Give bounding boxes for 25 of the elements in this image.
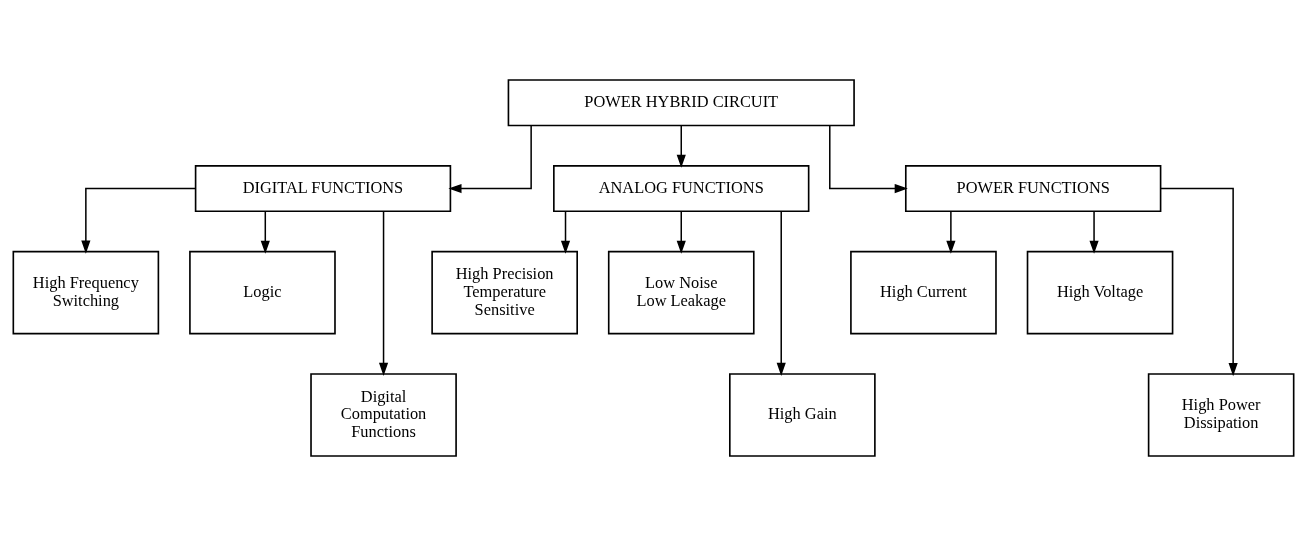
node-box: High Gain [729,372,876,457]
node-box: High Power Dissipation [1147,372,1295,457]
node-box: Logic [189,250,336,334]
arrow [81,187,197,254]
arrow [560,210,571,254]
arrow [676,210,686,254]
node-box: POWER HYBRID CIRCUIT [507,78,855,126]
arrow [260,210,270,254]
node-box: Low Noise Low Leakage [607,250,755,334]
arrow [378,210,389,376]
node-box: High Current [850,250,997,334]
node-box: DIGITAL FUNCTIONS [194,164,452,212]
arrow [829,124,908,193]
node-box: ANALOG FUNCTIONS [553,164,810,212]
node-box: POWER FUNCTIONS [904,164,1162,212]
arrow [1089,210,1099,254]
node-box: Digital Computation Functions [310,372,457,457]
arrow [946,210,956,254]
node-box: High Voltage [1026,250,1174,334]
arrow [1160,187,1238,376]
arrow [676,124,686,168]
arrow [448,124,532,193]
node-box: High Precision Temperature Sensitive [431,250,578,334]
node-box: High Frequency Switching [12,250,160,334]
arrow [776,210,786,376]
